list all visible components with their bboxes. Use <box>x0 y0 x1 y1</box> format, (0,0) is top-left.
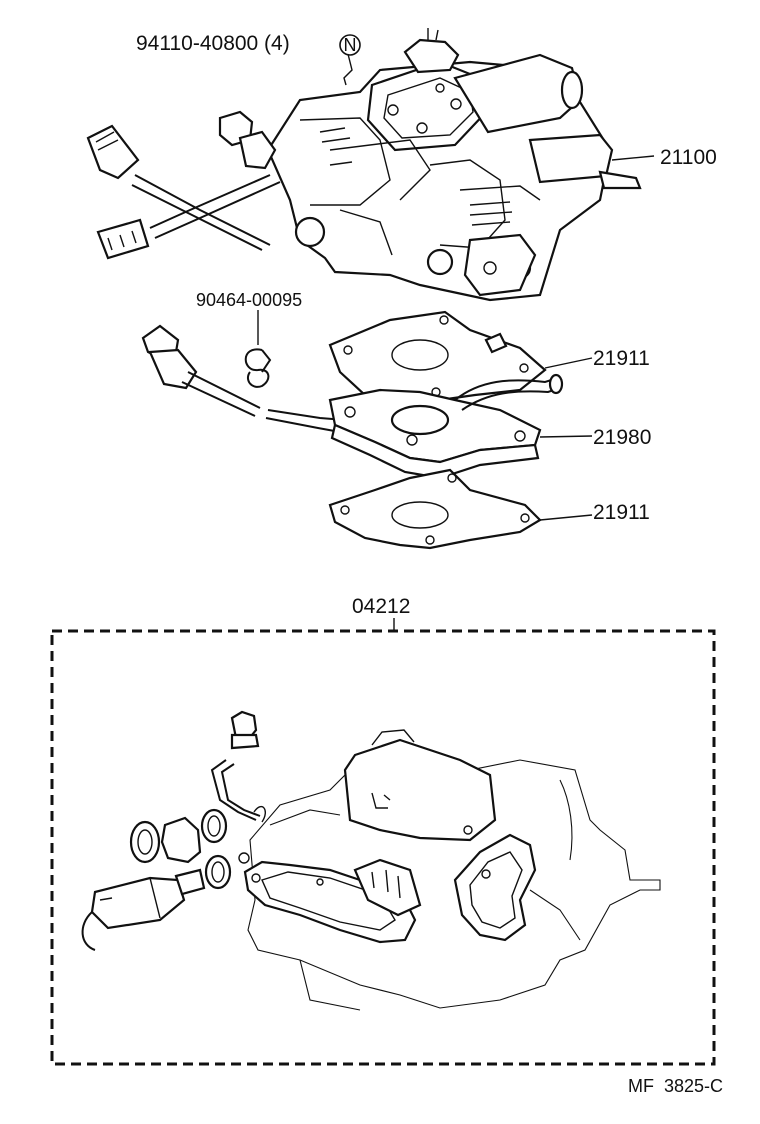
repair-kit-icon[interactable] <box>81 710 661 1011</box>
leader-bolt <box>343 53 353 86</box>
leader-carburetor <box>611 155 655 161</box>
callout-gasket-lower: 21911 <box>593 501 650 524</box>
gasket-icon[interactable] <box>328 468 542 550</box>
kit-boundary <box>50 629 716 1066</box>
svg-text:N: N <box>344 35 357 55</box>
new-part-badge: N <box>339 34 361 56</box>
gasket-icon[interactable] <box>328 310 547 402</box>
connector-icon <box>86 124 140 180</box>
callout-carburetor: 21100 <box>660 146 717 169</box>
leader-gasket-lower <box>539 514 593 521</box>
connector-icon <box>141 324 346 433</box>
callout-kit: 04212 <box>352 595 410 618</box>
carburetor-assembly-icon[interactable] <box>86 28 642 302</box>
leader-gasket-upper <box>544 357 593 369</box>
figure-code: MF 3825-C <box>628 1076 723 1096</box>
callout-clip: 90464-00095 <box>196 290 302 310</box>
insulator-icon[interactable] <box>328 373 564 480</box>
callout-gasket-upper: 21911 <box>593 347 650 370</box>
callout-insulator: 21980 <box>593 426 651 449</box>
leader-insulator <box>539 435 593 438</box>
clip-icon[interactable] <box>244 348 272 388</box>
callout-bolt: 94110-40800 (4) <box>136 32 290 55</box>
